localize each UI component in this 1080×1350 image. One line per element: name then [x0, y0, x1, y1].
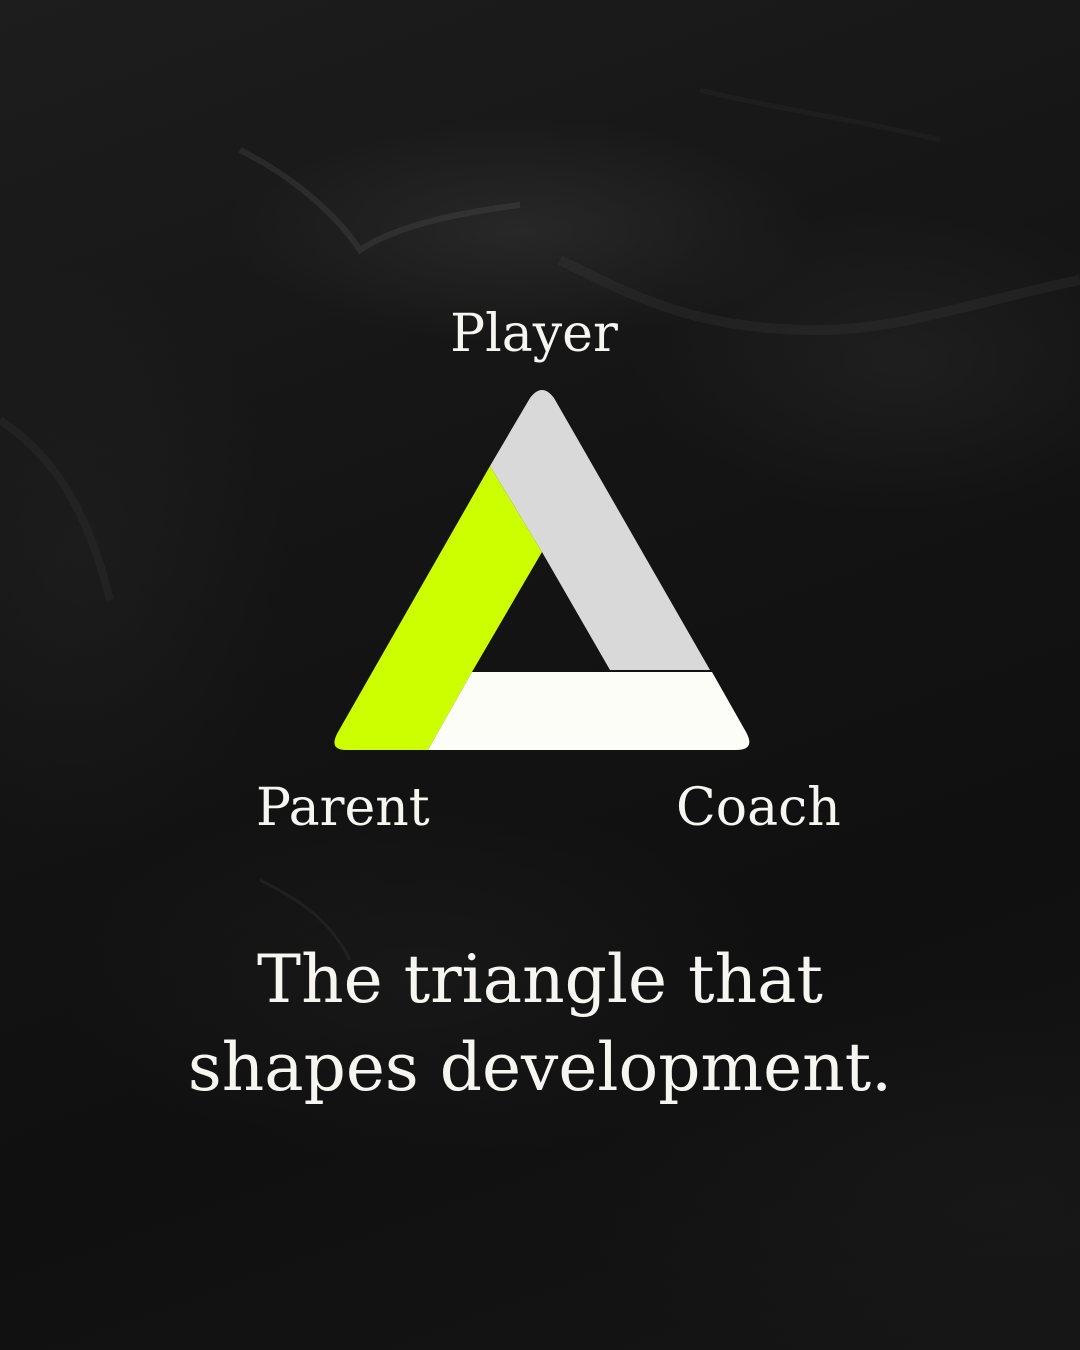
- coach-label: Coach: [676, 778, 841, 838]
- bottom-side-segment: [428, 672, 750, 750]
- left-side-segment: [334, 466, 542, 750]
- parent-label: Parent: [256, 778, 430, 838]
- headline-line-2: shapes development.: [187, 1029, 893, 1106]
- triangle-segments: [334, 390, 750, 750]
- right-side-segment: [490, 390, 710, 670]
- headline: The triangle that shapes development.: [0, 936, 1080, 1112]
- triangle-diagram: [334, 390, 750, 750]
- player-label: Player: [450, 304, 618, 364]
- headline-line-1: The triangle that: [257, 941, 823, 1018]
